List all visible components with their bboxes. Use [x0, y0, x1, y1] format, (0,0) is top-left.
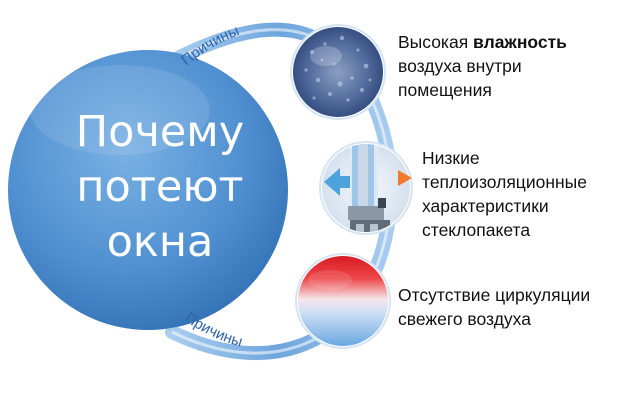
reason-2-line-4: стеклопакета: [422, 220, 531, 240]
cold-arrow-icon: [324, 168, 350, 196]
main-title-line-1: Почему: [76, 107, 244, 157]
warm-arrow-icon: [398, 170, 412, 186]
window-profile-icon: [319, 141, 413, 235]
hot-cold-gradient-icon: [295, 253, 391, 349]
main-title-line-3: окна: [107, 217, 214, 267]
reason-2-line-1: Низкие: [422, 148, 480, 168]
main-circle: Почему потеют окна: [8, 50, 288, 330]
reason-1-text: Высокая влажность воздуха внутри помещен…: [398, 30, 567, 102]
reason-1-line-3: помещения: [398, 80, 492, 100]
reason-3-text: Отсутствие циркуляции свежего воздуха: [398, 283, 590, 331]
reason-1-line-1: Высокая влажность: [398, 32, 567, 52]
reason-2-text: Низкие теплоизоляционные характеристики …: [422, 146, 587, 242]
main-title-line-2: потеют: [76, 162, 243, 212]
reason-3-line-1: Отсутствие циркуляции: [398, 285, 591, 305]
reason-2-line-2: теплоизоляционные: [422, 172, 587, 192]
reason-1-line-2: воздуха внутри: [398, 56, 522, 76]
reason-3-line-2: свежего воздуха: [398, 309, 531, 329]
fogged-glass-icon: [290, 24, 386, 120]
reason-1-highlight: влажность: [473, 32, 567, 52]
reason-2-line-3: характеристики: [422, 196, 549, 216]
